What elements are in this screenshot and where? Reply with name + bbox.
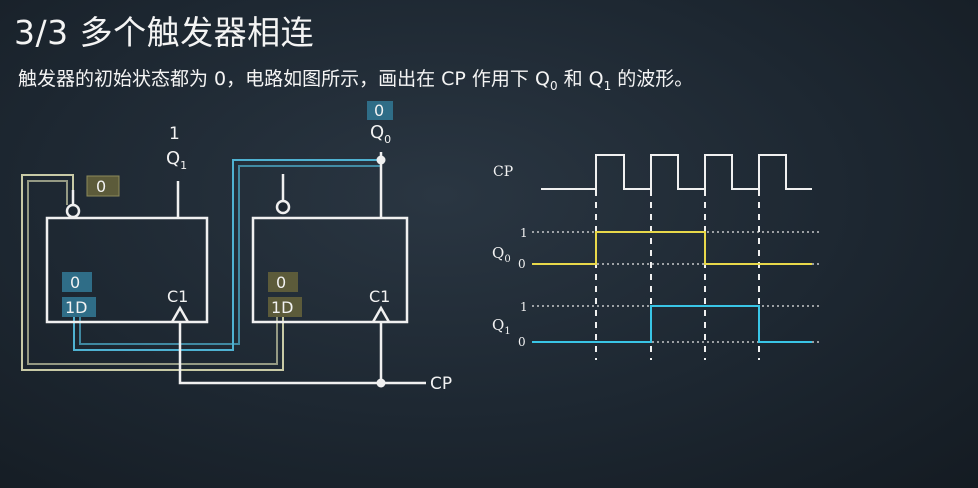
timing-q1-label: Q1 xyxy=(492,316,511,337)
q1-level-0: 0 xyxy=(518,335,526,349)
svg-text:1D: 1D xyxy=(65,298,88,317)
subtitle-part-2: 和 Q xyxy=(557,68,604,90)
q1-waveform xyxy=(532,305,812,343)
ff0-box xyxy=(251,216,409,324)
ff0-clock-triangle xyxy=(371,305,391,323)
ff1-q-state: 1 xyxy=(169,124,180,144)
ff1-d-badge: 0 xyxy=(62,272,92,292)
q1-level-1: 1 xyxy=(520,300,528,314)
ff0-d-badge: 0 xyxy=(268,272,298,292)
reference-lines xyxy=(532,231,822,343)
ff1-clock-triangle xyxy=(170,305,190,323)
cp-waveform xyxy=(541,154,812,190)
clock-label: CP xyxy=(430,374,452,394)
svg-text:0: 0 xyxy=(70,273,80,292)
svg-text:0: 0 xyxy=(276,273,286,292)
ff0-inversion-bubble xyxy=(275,199,291,215)
slide-subtitle: 触发器的初始状态都为 0，电路如图所示，画出在 CP 作用下 Q0 和 Q1 的… xyxy=(18,64,693,93)
ff1-clock-label: C1 xyxy=(167,287,188,306)
ff1-box xyxy=(45,216,209,324)
timing-diagram: CP Q0 Q1 1 0 1 0 xyxy=(492,154,822,360)
q1bar-feedback-wire xyxy=(21,174,284,371)
timing-cp-label: CP xyxy=(493,164,513,180)
ff0-clock-label: C1 xyxy=(369,287,390,306)
timing-q0-label: Q0 xyxy=(492,244,511,265)
slide-title: 3/3 多个触发器相连 xyxy=(14,6,314,54)
ff1-inversion-bubble xyxy=(65,203,81,219)
ff0-q-state-badge: 0 xyxy=(367,101,393,120)
clock-wire xyxy=(178,322,426,385)
ff1-d-label: 1D xyxy=(62,297,96,317)
subtitle-part-3: 的波形。 xyxy=(611,68,694,90)
ff1-qbar-badge: 0 xyxy=(86,175,120,197)
svg-text:0: 0 xyxy=(374,101,384,120)
ff0-d-label: 1D xyxy=(268,297,302,317)
ff1-q-label: Q1 xyxy=(166,148,187,172)
q0-level-0: 0 xyxy=(518,257,526,271)
flip-flop-1: 1 Q1 0 0 1D C1 xyxy=(45,124,209,324)
subtitle-part-1: 触发器的初始状态都为 0，电路如图所示，画出在 CP 作用下 Q xyxy=(18,68,550,90)
svg-text:0: 0 xyxy=(96,177,106,196)
flip-flop-0: 0 Q0 0 1D C1 xyxy=(251,101,409,324)
q0-level-1: 1 xyxy=(520,226,528,240)
ff0-q-label: Q0 xyxy=(370,122,391,146)
clock-edge-lines xyxy=(595,190,760,360)
svg-text:1D: 1D xyxy=(271,298,294,317)
subtitle-sub-0: 0 xyxy=(549,78,558,93)
clock-junction-dot xyxy=(376,378,386,388)
title-text: 3/3 多个触发器相连 xyxy=(14,13,315,52)
subtitle-sub-1: 1 xyxy=(603,78,612,93)
ff0-q-junction-dot xyxy=(376,155,386,165)
q0-waveform xyxy=(532,231,812,265)
